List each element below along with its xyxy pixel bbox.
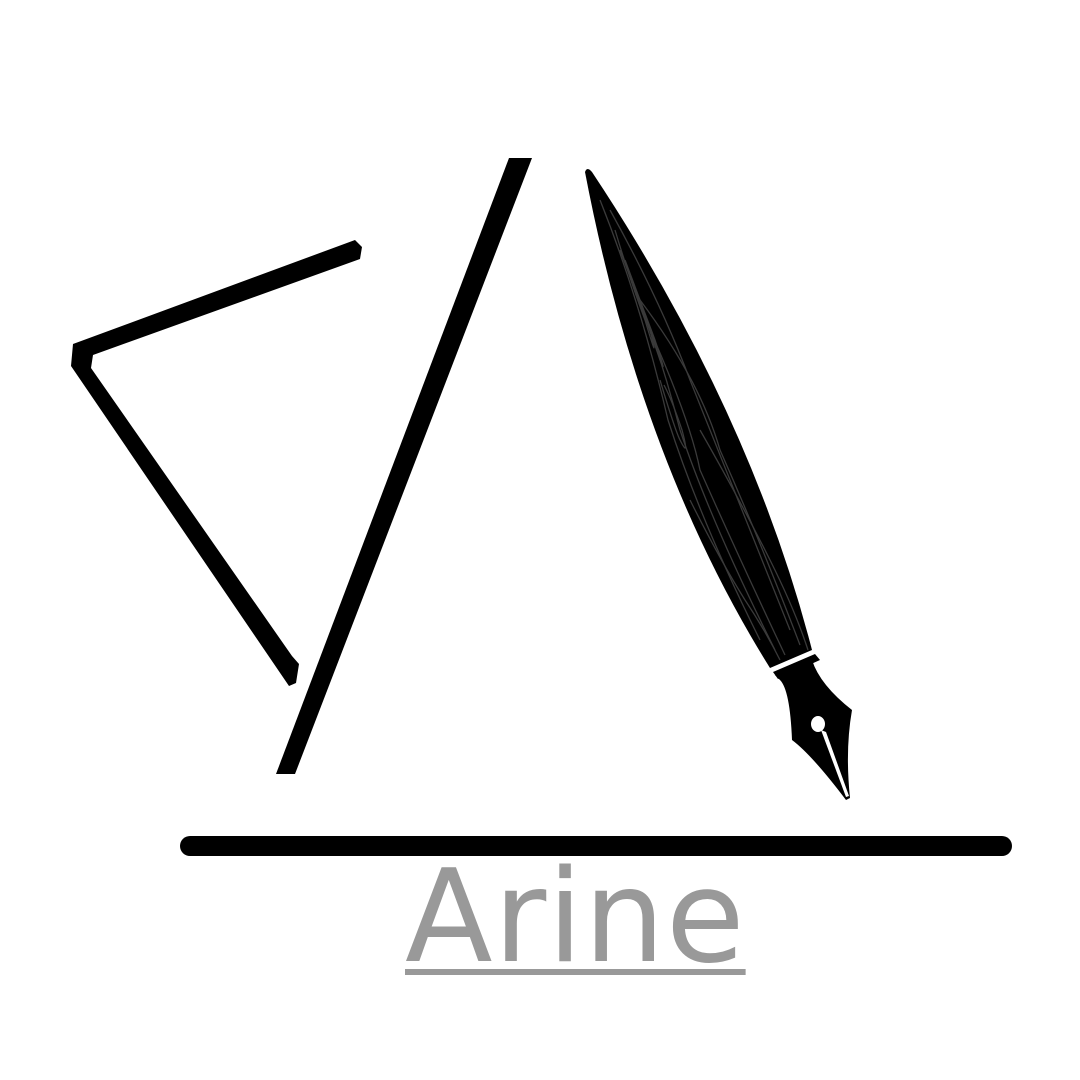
angle-bracket-icon [71, 240, 362, 686]
brand-name: Arine [405, 843, 746, 992]
nib-breather-hole [811, 716, 825, 732]
baseline-rule [180, 836, 1012, 856]
fountain-pen-icon [585, 169, 852, 800]
slash-icon [276, 158, 532, 774]
nib-slit [821, 730, 849, 797]
wood-grain-texture [599, 199, 809, 661]
